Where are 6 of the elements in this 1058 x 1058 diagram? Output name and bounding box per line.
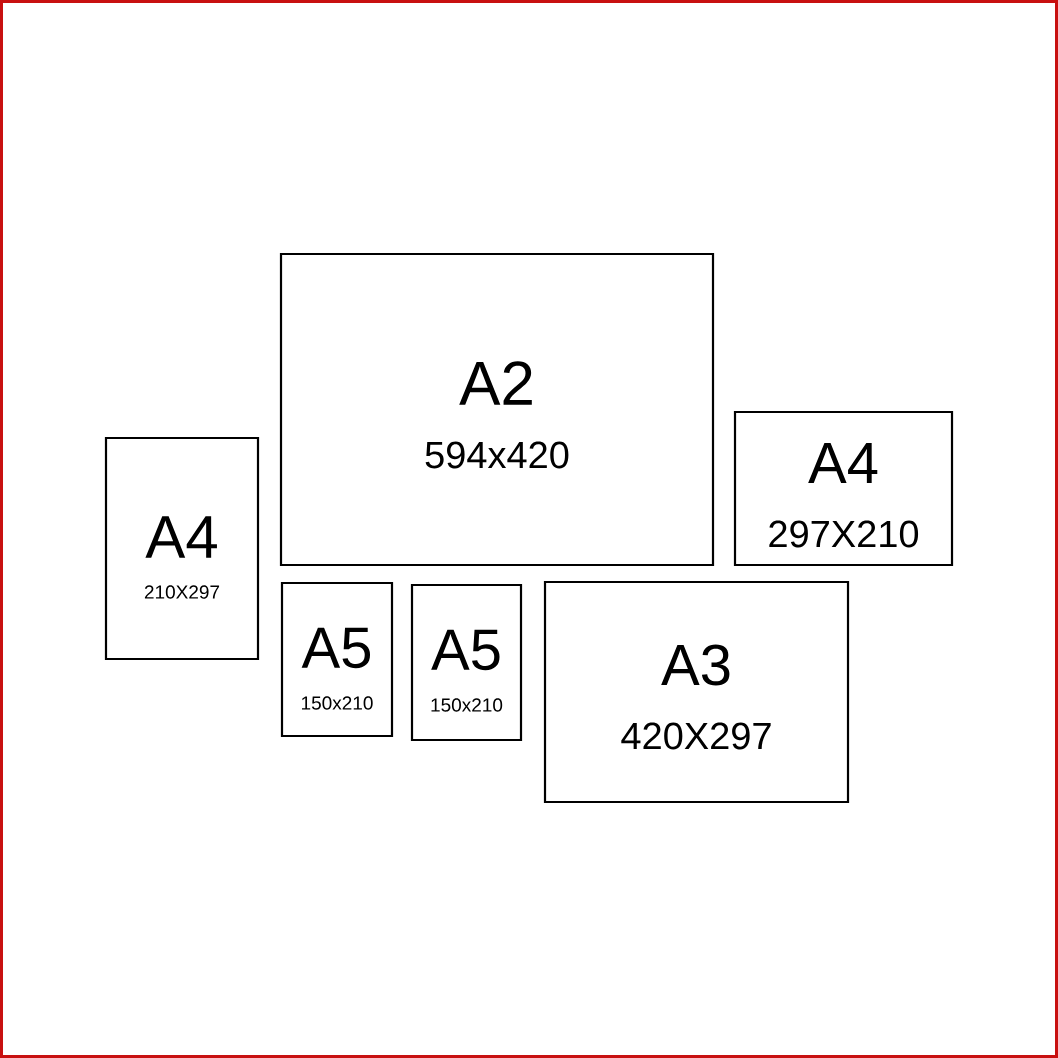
paper-size-box: A4 210X297 (104, 436, 260, 661)
paper-size-box: A2 594x420 (279, 252, 715, 567)
paper-size-box: A4 297X210 (733, 410, 954, 567)
paper-size-box: A5 150x210 (410, 583, 523, 742)
paper-size-box: A5 150x210 (280, 581, 394, 738)
paper-size-box: A3 420X297 (543, 580, 850, 804)
